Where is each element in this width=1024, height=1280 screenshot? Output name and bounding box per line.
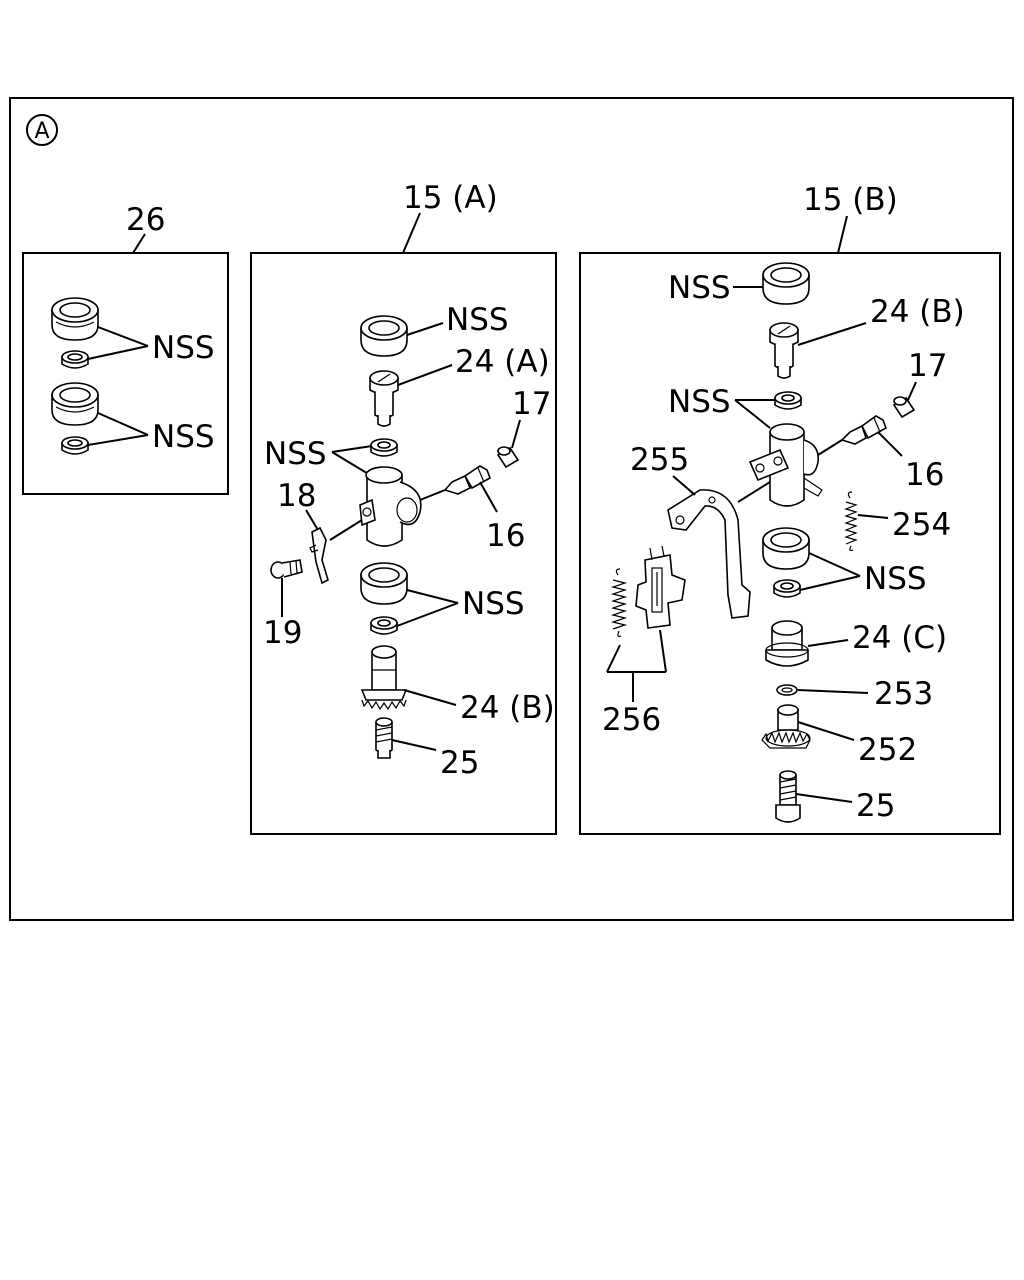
group-15b-frame: [579, 252, 1001, 835]
label-nss: NSS: [864, 561, 927, 597]
label-18: 18: [277, 478, 316, 514]
group-15b-label: 15 (B): [803, 182, 898, 218]
label-17: 17: [512, 386, 551, 422]
bush-part: [51, 382, 99, 426]
label-255: 255: [630, 442, 689, 478]
cap-17-part: [892, 396, 916, 419]
shaft-24a-part: [369, 370, 399, 427]
label-19: 19: [263, 615, 302, 651]
bush-part: [360, 562, 408, 605]
outer-frame: [9, 97, 1014, 921]
spring-256-part: [610, 568, 628, 638]
washer-part: [61, 436, 89, 455]
bush-part: [762, 262, 810, 305]
label-nss: NSS: [668, 384, 731, 420]
washer-part: [370, 438, 398, 457]
washer-part: [773, 579, 801, 598]
label-253: 253: [874, 676, 933, 712]
section-marker-letter: A: [34, 119, 49, 144]
label-24a: 24 (A): [455, 344, 550, 380]
label-nss: NSS: [152, 419, 215, 455]
label-25: 25: [440, 745, 479, 781]
label-nss: NSS: [668, 270, 731, 306]
bracket-18-part: [309, 526, 329, 585]
valve-body-part: [748, 423, 823, 507]
washer-part: [370, 616, 398, 635]
washer-253-part: [776, 684, 798, 696]
group-26: 26 NSS NSS: [22, 202, 229, 495]
group-26-frame: [22, 252, 229, 495]
bush-part: [360, 315, 408, 357]
plate-256-part: [635, 545, 686, 629]
washer-part: [61, 350, 89, 369]
lever-255-part: [667, 481, 771, 619]
nozzle-16-part: [419, 465, 491, 501]
section-marker: A: [26, 114, 58, 146]
label-252: 252: [858, 732, 917, 768]
washer-part: [774, 391, 802, 410]
screw-19-part: [270, 559, 303, 579]
shaft-24c-part: [765, 620, 809, 667]
label-24b: 24 (B): [460, 690, 555, 726]
label-17: 17: [908, 348, 947, 384]
label-254: 254: [892, 507, 951, 543]
gear-shaft-24b-part: [360, 645, 408, 711]
group-15a-label: 15 (A): [403, 180, 498, 216]
label-24b: 24 (B): [870, 294, 965, 330]
cap-17-part: [496, 446, 520, 469]
label-nss: NSS: [446, 302, 509, 338]
bush-part: [51, 297, 99, 341]
bolt-25-part: [375, 717, 393, 759]
gear-252-part: [761, 704, 811, 749]
label-nss: NSS: [152, 330, 215, 366]
label-nss: NSS: [264, 436, 327, 472]
nozzle-16-part: [817, 415, 887, 456]
group-26-label: 26: [126, 202, 165, 238]
shaft-24b-part: [769, 322, 799, 379]
label-16: 16: [486, 518, 525, 554]
bolt-25-part: [775, 770, 801, 823]
label-16: 16: [905, 457, 944, 493]
group-15b: 15 (B) NSS 24 (B) NSS: [579, 182, 1001, 835]
label-256: 256: [602, 702, 661, 738]
label-25: 25: [856, 788, 895, 824]
group-15a: 15 (A) NSS 24 (A) NSS: [250, 180, 557, 835]
label-24c: 24 (C): [852, 620, 947, 656]
valve-body-part: [359, 466, 422, 547]
label-nss: NSS: [462, 586, 525, 622]
bush-part: [762, 527, 810, 570]
spring-254-part: [844, 491, 858, 552]
